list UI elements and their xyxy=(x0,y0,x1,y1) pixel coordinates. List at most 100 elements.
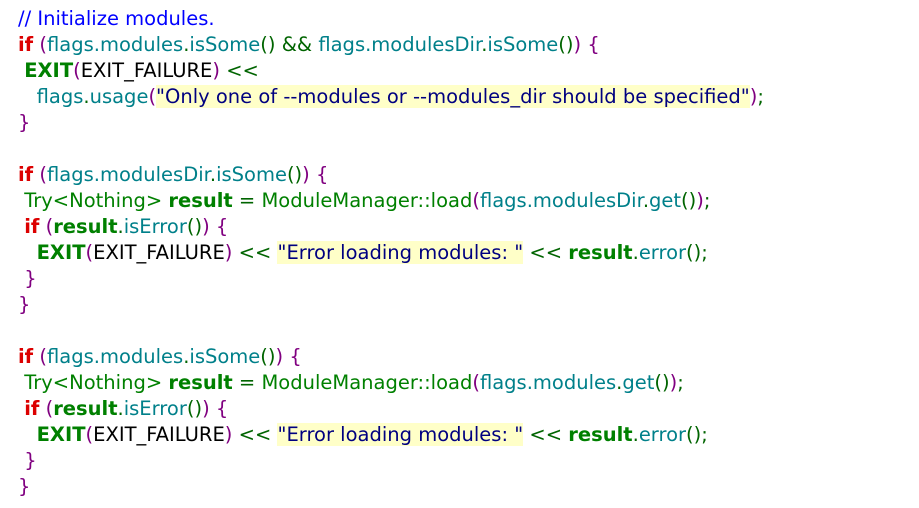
token-plain xyxy=(18,85,37,108)
token-bracket: } xyxy=(18,475,31,498)
token-bracket: ) xyxy=(275,345,284,368)
code-line: if (result.isError()) { xyxy=(18,396,913,422)
token-method: isSome xyxy=(487,33,559,56)
code-line: if (flags.modules.isSome()) { xyxy=(18,344,913,370)
token-string: "Error loading modules: " xyxy=(277,423,524,446)
token-punct: = xyxy=(232,371,262,394)
token-bracket: { xyxy=(315,163,329,186)
code-line: } xyxy=(18,292,913,318)
token-method: get xyxy=(622,371,655,394)
code-line: Try<Nothing> result = ModuleManager::loa… xyxy=(18,188,913,214)
token-bracket: ) xyxy=(696,189,704,212)
code-line: EXIT(EXIT_FAILURE) << "Error loading mod… xyxy=(18,240,913,266)
token-punct: () xyxy=(286,163,303,186)
token-punct: () xyxy=(558,33,574,56)
token-plain xyxy=(18,241,37,264)
token-method: usage xyxy=(89,85,149,108)
token-bracket: ) xyxy=(224,423,233,446)
code-line: } xyxy=(18,110,913,136)
token-identifier: flags.modules xyxy=(46,33,184,56)
code-line xyxy=(18,136,913,162)
token-macro: EXIT xyxy=(36,423,86,446)
token-bracket: ( xyxy=(45,397,54,420)
token-bracket: ) xyxy=(224,241,233,264)
token-punct: ; xyxy=(701,423,708,446)
token-bracket: ) xyxy=(202,215,210,238)
token-punct: () xyxy=(260,345,276,368)
token-punct: << xyxy=(220,59,259,82)
token-punct: . xyxy=(209,163,217,186)
token-method: isSome xyxy=(189,33,261,56)
token-bracket: { xyxy=(289,345,302,368)
token-variable: result xyxy=(168,189,233,212)
token-identifier: flags.modules xyxy=(479,371,617,394)
code-editor[interactable]: // Initialize modules.if (flags.modules.… xyxy=(18,6,913,500)
token-punct: () xyxy=(686,423,702,446)
token-identifier: flags.modules xyxy=(46,345,184,368)
token-punct: . xyxy=(117,397,124,420)
token-punct: << xyxy=(232,241,278,264)
token-punct: << xyxy=(523,241,569,264)
token-variable: result xyxy=(568,241,633,264)
token-keyword: if xyxy=(24,215,40,238)
token-bracket: ) xyxy=(302,163,310,186)
code-line: if (flags.modulesDir.isSome()) { xyxy=(18,162,913,188)
code-line: // Initialize modules. xyxy=(18,6,913,32)
token-bracket: ( xyxy=(85,241,94,264)
token-punct: ; xyxy=(703,189,711,212)
token-bracket: ( xyxy=(85,423,94,446)
token-type: ModuleManager::load xyxy=(261,371,473,394)
token-bracket: { xyxy=(215,397,229,420)
token-bracket: ( xyxy=(73,59,81,82)
code-line: EXIT(EXIT_FAILURE) << xyxy=(18,58,913,84)
token-bracket: ( xyxy=(472,371,480,394)
token-bracket: } xyxy=(24,449,37,472)
token-bracket: ( xyxy=(39,33,47,56)
token-keyword: if xyxy=(18,163,34,186)
token-bracket: ) xyxy=(202,397,210,420)
token-type: Try<Nothing> xyxy=(24,371,163,394)
token-string: "Only one of --modules or --modules_dir … xyxy=(156,85,750,108)
token-bracket: { xyxy=(587,33,600,56)
token-bracket: ( xyxy=(39,163,47,186)
token-bracket: ( xyxy=(472,189,480,212)
token-punct: () xyxy=(686,241,702,264)
token-macro: EXIT xyxy=(24,59,74,82)
token-punct: () xyxy=(186,397,203,420)
token-string: "Error loading modules: " xyxy=(277,241,524,264)
token-identifier: flags.modulesDir xyxy=(318,33,482,56)
token-variable: result xyxy=(568,423,633,446)
token-method: error xyxy=(638,423,687,446)
token-punct: . xyxy=(481,33,488,56)
token-bracket: ( xyxy=(148,85,157,108)
token-identifier: flags xyxy=(36,85,84,108)
code-line: EXIT(EXIT_FAILURE) << "Error loading mod… xyxy=(18,422,913,448)
token-plain: EXIT_FAILURE xyxy=(80,59,213,82)
token-bracket: ( xyxy=(45,215,54,238)
code-line: if (flags.modules.isSome() && flags.modu… xyxy=(18,32,913,58)
token-plain xyxy=(18,423,37,446)
token-method: get xyxy=(649,189,682,212)
token-punct: ; xyxy=(677,371,684,394)
code-line: if (result.isError()) { xyxy=(18,214,913,240)
token-punct: . xyxy=(632,241,639,264)
token-variable: result xyxy=(53,215,118,238)
token-method: isError xyxy=(123,397,187,420)
token-bracket: } xyxy=(18,111,31,134)
token-punct: . xyxy=(183,345,190,368)
token-punct: () xyxy=(186,215,203,238)
token-keyword: if xyxy=(18,345,34,368)
token-method: isSome xyxy=(216,163,287,186)
token-keyword: if xyxy=(18,33,34,56)
code-line: flags.usage("Only one of --modules or --… xyxy=(18,84,913,110)
token-plain: EXIT_FAILURE xyxy=(93,423,225,446)
code-line: Try<Nothing> result = ModuleManager::loa… xyxy=(18,370,913,396)
token-bracket: { xyxy=(215,215,229,238)
token-method: isSome xyxy=(189,345,261,368)
token-identifier: flags.modulesDir xyxy=(479,189,643,212)
token-punct: ; xyxy=(757,85,764,108)
token-punct: () && xyxy=(260,33,319,56)
token-type: Try<Nothing> xyxy=(24,189,163,212)
token-variable: result xyxy=(168,371,233,394)
token-punct: << xyxy=(523,423,569,446)
